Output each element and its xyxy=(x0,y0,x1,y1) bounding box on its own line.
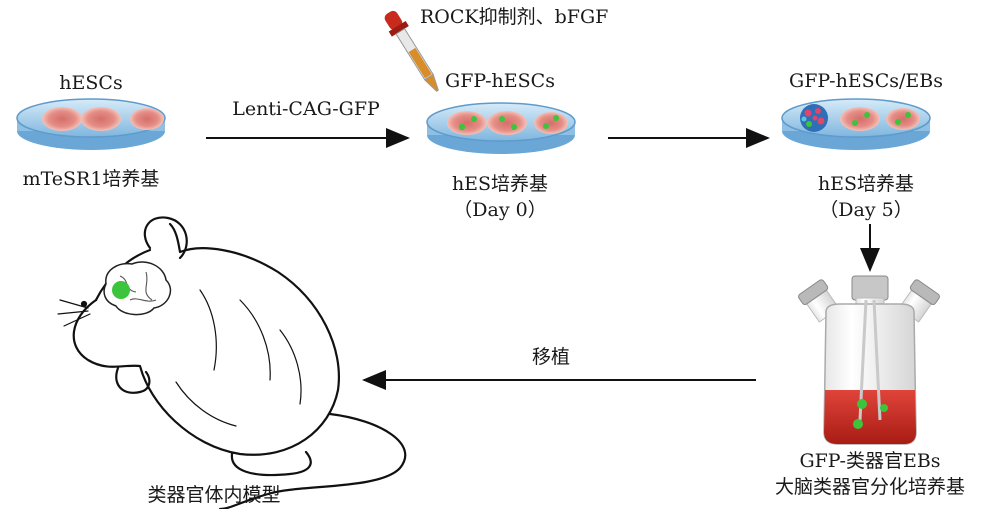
dish2-top-label: GFP-hESCs xyxy=(445,70,555,92)
dish3-day-label: （Day 5） xyxy=(819,199,913,221)
dish2-bottom-label: hES培养基 xyxy=(451,173,549,195)
cell-colony xyxy=(487,111,527,135)
cell-colony xyxy=(130,108,164,130)
mouse-label: 类器官体内模型 xyxy=(147,484,281,506)
dish1-top-label: hESCs xyxy=(59,72,123,94)
dish3-bottom-label: hES培养基 xyxy=(817,173,915,195)
mouse-icon xyxy=(57,216,407,509)
dropper-label: ROCK抑制剂、bFGF xyxy=(420,6,609,28)
cell-colony xyxy=(886,108,920,130)
dish3-top-label: GFP-hESCs/EBs xyxy=(789,70,943,92)
petri-dish-3 xyxy=(781,98,931,150)
dish1-bottom-label: mTeSR1培养基 xyxy=(22,168,160,190)
brain-icon xyxy=(103,261,172,316)
cell-colony xyxy=(42,107,82,131)
dish2-day-label: （Day 0） xyxy=(453,199,547,221)
spinner-flask-icon xyxy=(798,275,940,445)
flask-label-2: 大脑类器官分化培养基 xyxy=(774,476,966,498)
petri-dish-2 xyxy=(426,102,576,154)
flask-label-1: GFP-类器官EBs xyxy=(799,450,941,472)
cell-colony xyxy=(840,107,880,131)
cell-colony xyxy=(534,112,568,134)
transplant-label: 移植 xyxy=(531,346,571,368)
arrow1-label: Lenti-CAG-GFP xyxy=(232,98,380,120)
petri-dish-1 xyxy=(16,98,166,150)
cell-colony xyxy=(81,107,121,131)
cell-colony xyxy=(447,111,487,135)
dropper-icon xyxy=(384,10,439,92)
organoid-graft xyxy=(112,281,130,299)
